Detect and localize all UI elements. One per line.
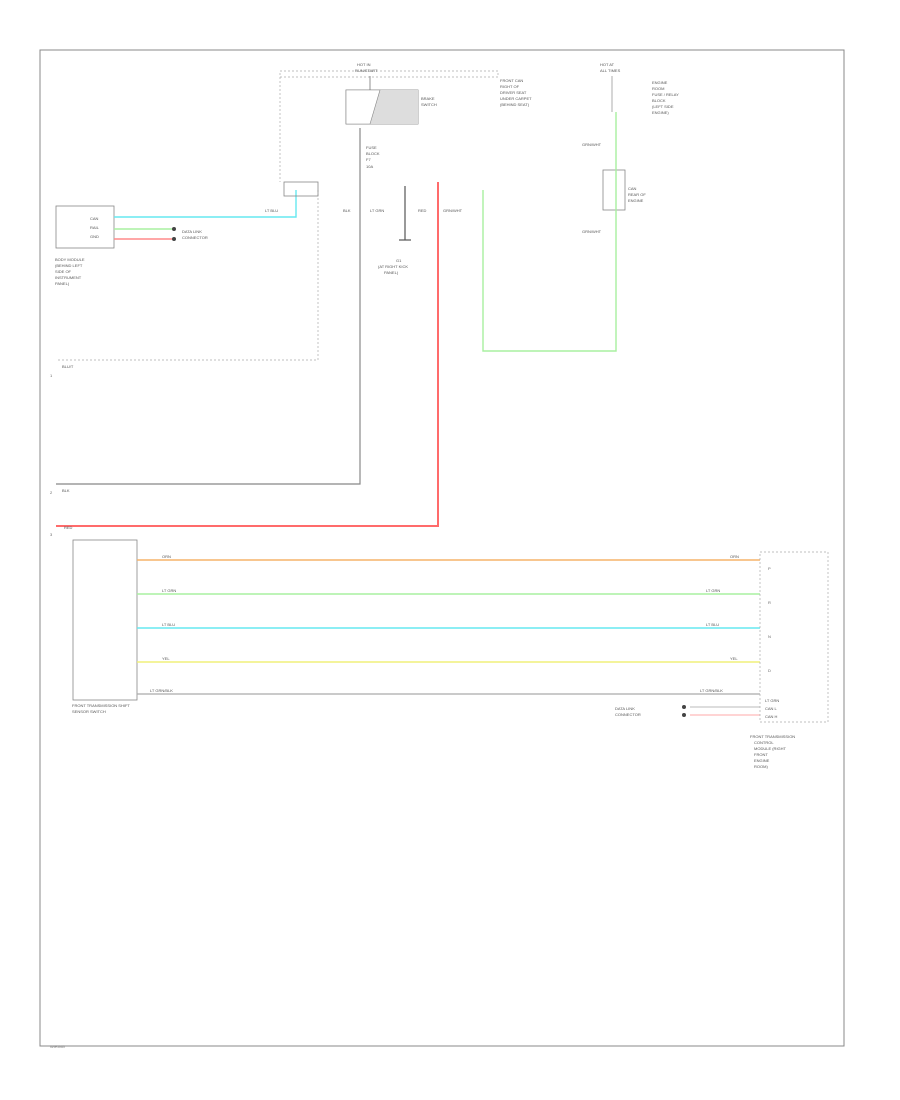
svg-text:HOT IN: HOT IN [357,62,371,67]
wire-light-blue-top [114,190,297,218]
svg-text:DATA LINK: DATA LINK [615,706,635,711]
svg-text:RIGHT OF: RIGHT OF [500,84,520,89]
svg-text:RED: RED [418,208,427,213]
diagram-frame [39,49,845,1047]
svg-text:P: P [768,566,771,571]
svg-text:2: 2 [50,490,53,495]
svg-text:CAN H: CAN H [765,714,778,719]
svg-text:PANEL): PANEL) [384,270,399,275]
svg-text:GRN/WHT: GRN/WHT [443,208,463,213]
ground-symbol: G1 (AT RIGHT KICK PANEL) [378,186,411,275]
svg-text:ALL TIMES: ALL TIMES [600,68,621,73]
svg-text:ENGINE): ENGINE) [652,110,669,115]
svg-text:ORN: ORN [162,554,171,559]
svg-text:BODY MODULE: BODY MODULE [55,257,85,262]
svg-text:1: 1 [50,373,53,378]
svg-text:SWITCH: SWITCH [421,102,437,107]
svg-text:FRONT TRANSMISSION: FRONT TRANSMISSION [750,734,795,739]
svg-text:CONNECTOR: CONNECTOR [182,235,208,240]
svg-text:ORN: ORN [730,554,739,559]
svg-text:LT GRN/BLK: LT GRN/BLK [150,688,173,693]
svg-text:(BEHIND LEFT: (BEHIND LEFT [55,263,83,268]
svg-text:ENGINE: ENGINE [652,80,668,85]
svg-text:LT BLU: LT BLU [706,622,719,627]
relay-block: HOT IN RUN/START BRAKE SWITCH FUSE BLOCK… [279,62,499,169]
svg-text:CAN: CAN [628,186,637,191]
svg-text:ENGINE: ENGINE [754,758,770,763]
svg-text:LT GRN: LT GRN [162,588,176,593]
svg-text:(AT RIGHT KICK: (AT RIGHT KICK [378,264,408,269]
svg-text:R: R [768,600,771,605]
svg-text:BLK: BLK [343,208,351,213]
svg-text:G1: G1 [396,258,402,263]
svg-text:INSTRUMENT: INSTRUMENT [55,275,82,280]
svg-text:LT GRN: LT GRN [706,588,720,593]
svg-text:10A: 10A [366,164,373,169]
svg-text:RAIL: RAIL [90,225,100,230]
svg-text:BLOCK: BLOCK [652,98,666,103]
svg-text:CAN L: CAN L [765,706,778,711]
svg-text:MODULE (RIGHT: MODULE (RIGHT [754,746,787,751]
svg-text:PANEL): PANEL) [55,281,70,286]
svg-text:SENSOR SWITCH: SENSOR SWITCH [72,709,106,714]
svg-text:ROOM): ROOM) [754,764,768,769]
svg-text:REAR OF: REAR OF [628,192,646,197]
footer-code: WIRING [50,1044,65,1049]
switch-module: FRONT TRANSMISSION SHIFT SENSOR SWITCH [72,539,138,714]
wire-black [56,128,361,485]
svg-text:DRIVER SEAT: DRIVER SEAT [500,90,527,95]
svg-text:LT GRN: LT GRN [370,208,384,213]
svg-text:(BEHIND SEAT): (BEHIND SEAT) [500,102,530,107]
svg-text:BRAKE: BRAKE [421,96,435,101]
wire-red-main [56,182,439,527]
svg-text:BLOCK: BLOCK [366,151,380,156]
svg-text:UNDER CARPET: UNDER CARPET [500,96,532,101]
svg-text:YEL: YEL [730,656,738,661]
svg-text:CONTROL: CONTROL [754,740,774,745]
svg-text:BLK: BLK [62,488,70,493]
svg-text:SIDE OF: SIDE OF [55,269,72,274]
svg-text:LT GRN: LT GRN [765,698,779,703]
svg-text:LT GRN/BLK: LT GRN/BLK [700,688,723,693]
svg-text:GRN/WHT: GRN/WHT [582,142,602,147]
svg-text:FRONT: FRONT [754,752,768,757]
svg-text:ENGINE: ENGINE [628,198,644,203]
svg-text:RUN/START: RUN/START [355,68,378,73]
svg-text:LT BLU: LT BLU [265,208,278,213]
svg-text:F7: F7 [366,157,371,162]
svg-text:ROOM: ROOM [652,86,664,91]
svg-text:FRONT CAN: FRONT CAN [500,78,523,83]
svg-text:FUSE / RELAY: FUSE / RELAY [652,92,679,97]
svg-text:GND: GND [90,234,99,239]
svg-text:BLU/T: BLU/T [62,364,74,369]
svg-text:DATA LINK: DATA LINK [182,229,202,234]
svg-text:CAN: CAN [90,216,99,221]
svg-text:N: N [768,634,771,639]
svg-text:GRN/WHT: GRN/WHT [582,229,602,234]
svg-text:YEL: YEL [162,656,170,661]
svg-text:HOT AT: HOT AT [600,62,615,67]
svg-text:D: D [768,668,771,673]
svg-text:LT BLU: LT BLU [162,622,175,627]
svg-text:FRONT TRANSMISSION SHIFT: FRONT TRANSMISSION SHIFT [72,703,130,708]
svg-text:RED: RED [64,525,73,530]
wire-green-loop [482,112,617,352]
svg-text:CONNECTOR: CONNECTOR [615,712,641,717]
svg-text:3: 3 [50,532,53,537]
left-module: CAN RAIL GND BODY MODULE (BEHIND LEFT SI… [55,205,115,286]
svg-text:(LEFT SIDE: (LEFT SIDE [652,104,674,109]
svg-text:FUSE: FUSE [366,145,377,150]
